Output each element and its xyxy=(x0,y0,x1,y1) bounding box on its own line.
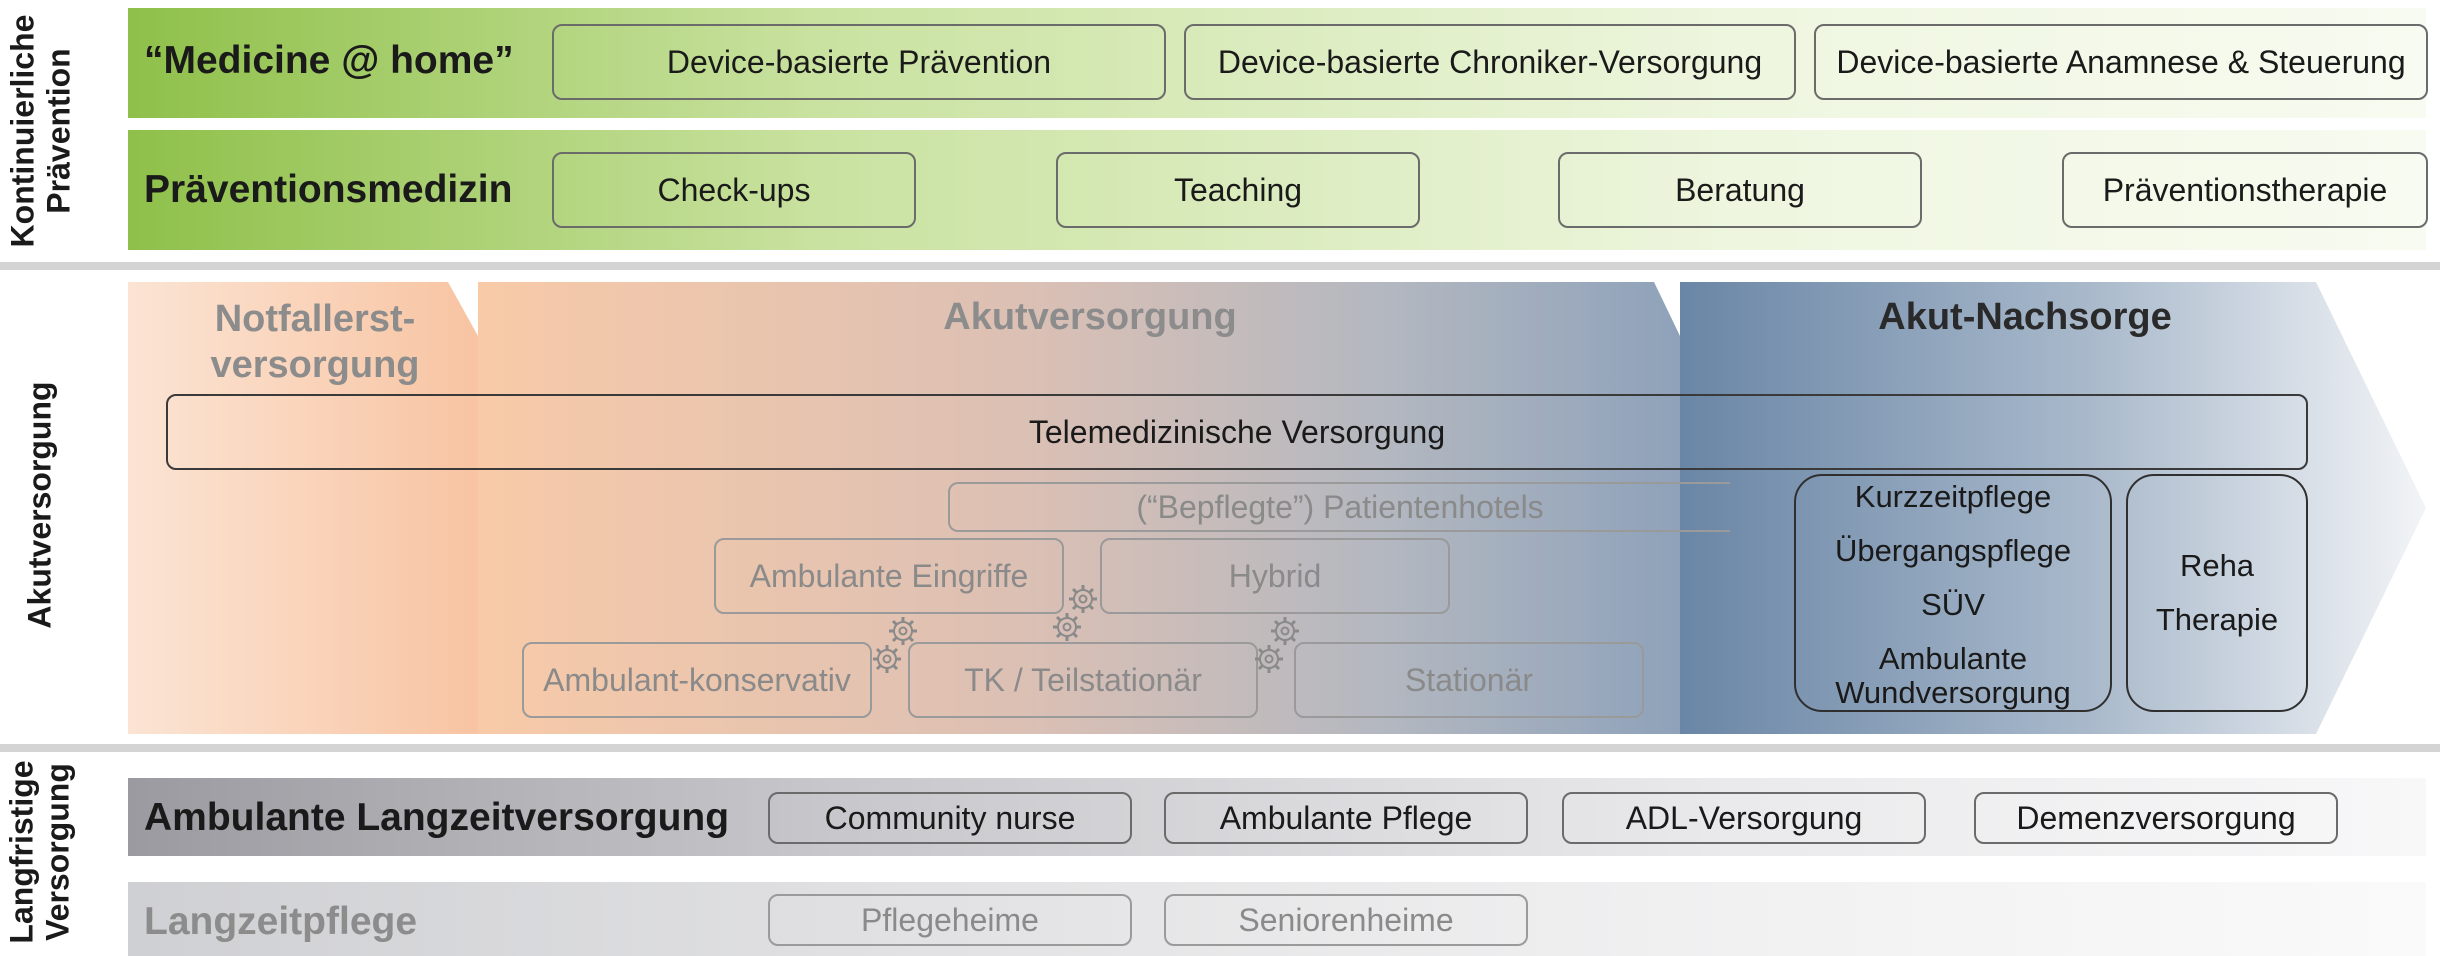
reha-therapie-box: Reha Therapie xyxy=(2126,474,2308,712)
section-label-praevention-text: Kontinuierliche Prävention xyxy=(4,14,76,248)
item-beratung: Beratung xyxy=(1558,152,1922,228)
akutversorgung-title: Akutversorgung xyxy=(943,296,1237,338)
gear-icon xyxy=(873,645,901,673)
item-praeventionstherapie: Präventionstherapie xyxy=(2062,152,2428,228)
ambulant-konservativ-box: Ambulant-konservativ xyxy=(522,642,872,718)
item-community-nurse: Community nurse xyxy=(768,792,1132,844)
item-ambulante-pflege: Ambulante Pflege xyxy=(1164,792,1528,844)
langzeitpflege-title: Langzeitpflege xyxy=(144,900,418,943)
item-device-anamnese: Device-basierte Anamnese & Steuerung xyxy=(1814,24,2428,100)
nachsorge-item-kurzzeitpflege: Kurzzeitpflege xyxy=(1854,479,2052,514)
nachsorge-item-uebergangspflege: Übergangspflege xyxy=(1834,533,2072,568)
divider-top xyxy=(0,262,2440,270)
ambulante-langzeit-title: Ambulante Langzeitversorgung xyxy=(144,796,730,839)
gear-icon xyxy=(1053,613,1081,641)
item-demenzversorgung: Demenzversorgung xyxy=(1974,792,2338,844)
item-check-ups: Check-ups xyxy=(552,152,916,228)
tk-teilstationaer-box: TK / Teilstationär xyxy=(908,642,1258,718)
item-adl-versorgung: ADL-Versorgung xyxy=(1562,792,1926,844)
section-label-praevention: Kontinuierliche Prävention xyxy=(0,0,80,262)
praeventionsmedizin-title: Präventionsmedizin xyxy=(144,168,513,211)
item-teaching: Teaching xyxy=(1056,152,1420,228)
item-seniorenheime: Seniorenheime xyxy=(1164,894,1528,946)
divider-bottom xyxy=(0,744,2440,752)
notfall-title: Notfallerst- versorgung xyxy=(210,298,420,386)
gear-icon xyxy=(1069,585,1097,613)
praeventionsmedizin-band xyxy=(128,130,2426,250)
item-device-chroniker: Device-basierte Chroniker-Versorgung xyxy=(1184,24,1796,100)
stationaer-box: Stationär xyxy=(1294,642,1644,718)
section-label-lang-text: Langfristige Versorgung xyxy=(4,760,76,944)
nachsorge-item-wundversorgung: Ambulante Wundversorgung xyxy=(1835,641,2071,710)
nachsorge-item-suev: SÜV xyxy=(1921,587,1985,622)
gear-icon xyxy=(1255,645,1283,673)
hybrid-box: Hybrid xyxy=(1100,538,1450,614)
section-label-lang: Langfristige Versorgung xyxy=(0,748,80,956)
item-device-praevention: Device-basierte Prävention xyxy=(552,24,1166,100)
gear-icon xyxy=(889,617,917,645)
medicine-home-title: “Medicine @ home” xyxy=(144,39,514,82)
ambulante-eingriffe-box: Ambulante Eingriffe xyxy=(714,538,1064,614)
nachsorge-title: Akut-Nachsorge xyxy=(1878,296,2172,338)
item-pflegeheime: Pflegeheime xyxy=(768,894,1132,946)
gear-icon xyxy=(1271,617,1299,645)
nachsorge-list-box: Kurzzeitpflege Übergangspflege SÜV Ambul… xyxy=(1794,474,2112,712)
telemedizin-bar: Telemedizinische Versorgung xyxy=(166,394,2308,470)
patientenhotels-box: (“Bepflegte”) Patientenhotels xyxy=(948,482,1730,532)
